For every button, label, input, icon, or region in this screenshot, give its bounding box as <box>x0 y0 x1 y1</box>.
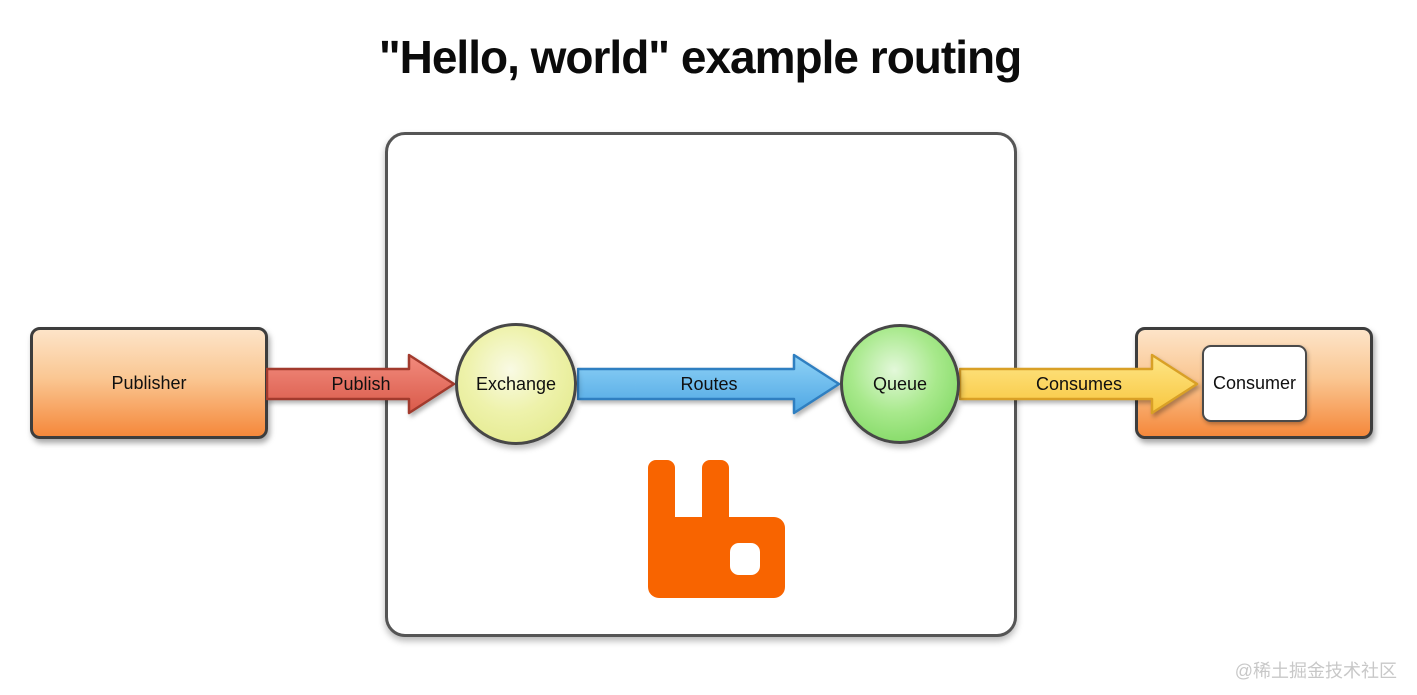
queue-node: Queue <box>840 324 960 444</box>
exchange-label: Exchange <box>475 373 557 394</box>
consumer-label: Consumer <box>1212 373 1297 393</box>
publisher-node: Publisher <box>30 327 268 439</box>
publish-arrow-icon <box>266 353 456 415</box>
consumes-arrow-icon <box>959 353 1199 415</box>
routes-arrow-icon <box>577 353 841 415</box>
watermark-text: @稀土掘金技术社区 <box>1234 661 1397 681</box>
routes-edge-label: Routes <box>680 374 738 394</box>
publisher-label: Publisher <box>111 372 187 393</box>
publish-edge-label: Publish <box>331 374 391 394</box>
exchange-node: Exchange <box>455 323 577 445</box>
consumes-edge-label: Consumes <box>1035 374 1123 394</box>
consumer-inner-box: Consumer <box>1202 345 1307 422</box>
queue-label: Queue <box>872 373 928 394</box>
rabbitmq-logo-icon <box>648 460 785 598</box>
diagram-title: "Hello, world" example routing <box>378 31 1022 83</box>
